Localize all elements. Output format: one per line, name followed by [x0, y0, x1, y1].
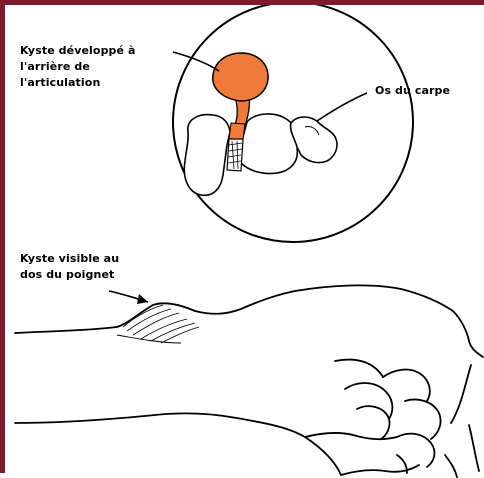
cyst-balloon — [213, 53, 268, 101]
label-cyst-line-1: Kyste développé à — [20, 43, 136, 59]
label-visible-line-1: Kyste visible au — [20, 251, 119, 267]
leader-line-cyst — [173, 52, 219, 71]
label-cyst-line-3: l'articulation — [20, 75, 136, 91]
leader-line-carpe — [317, 93, 367, 121]
label-visible-line-2: dos du poignet — [20, 267, 119, 283]
label-cyst-behind-joint: Kyste développé à l'arrière de l'articul… — [20, 43, 136, 91]
carpal-bone-left — [184, 115, 230, 196]
ligament-orange — [229, 123, 245, 139]
hand-drawing — [15, 285, 483, 477]
carpal-bone-center — [237, 114, 299, 174]
label-carpal-bones: Os du carpe — [375, 83, 450, 99]
leader-arrowhead — [137, 294, 148, 304]
visible-cyst-hatching — [117, 305, 199, 343]
label-visible-cyst: Kyste visible au dos du poignet — [20, 251, 119, 283]
label-cyst-line-2: l'arrière de — [20, 59, 136, 75]
